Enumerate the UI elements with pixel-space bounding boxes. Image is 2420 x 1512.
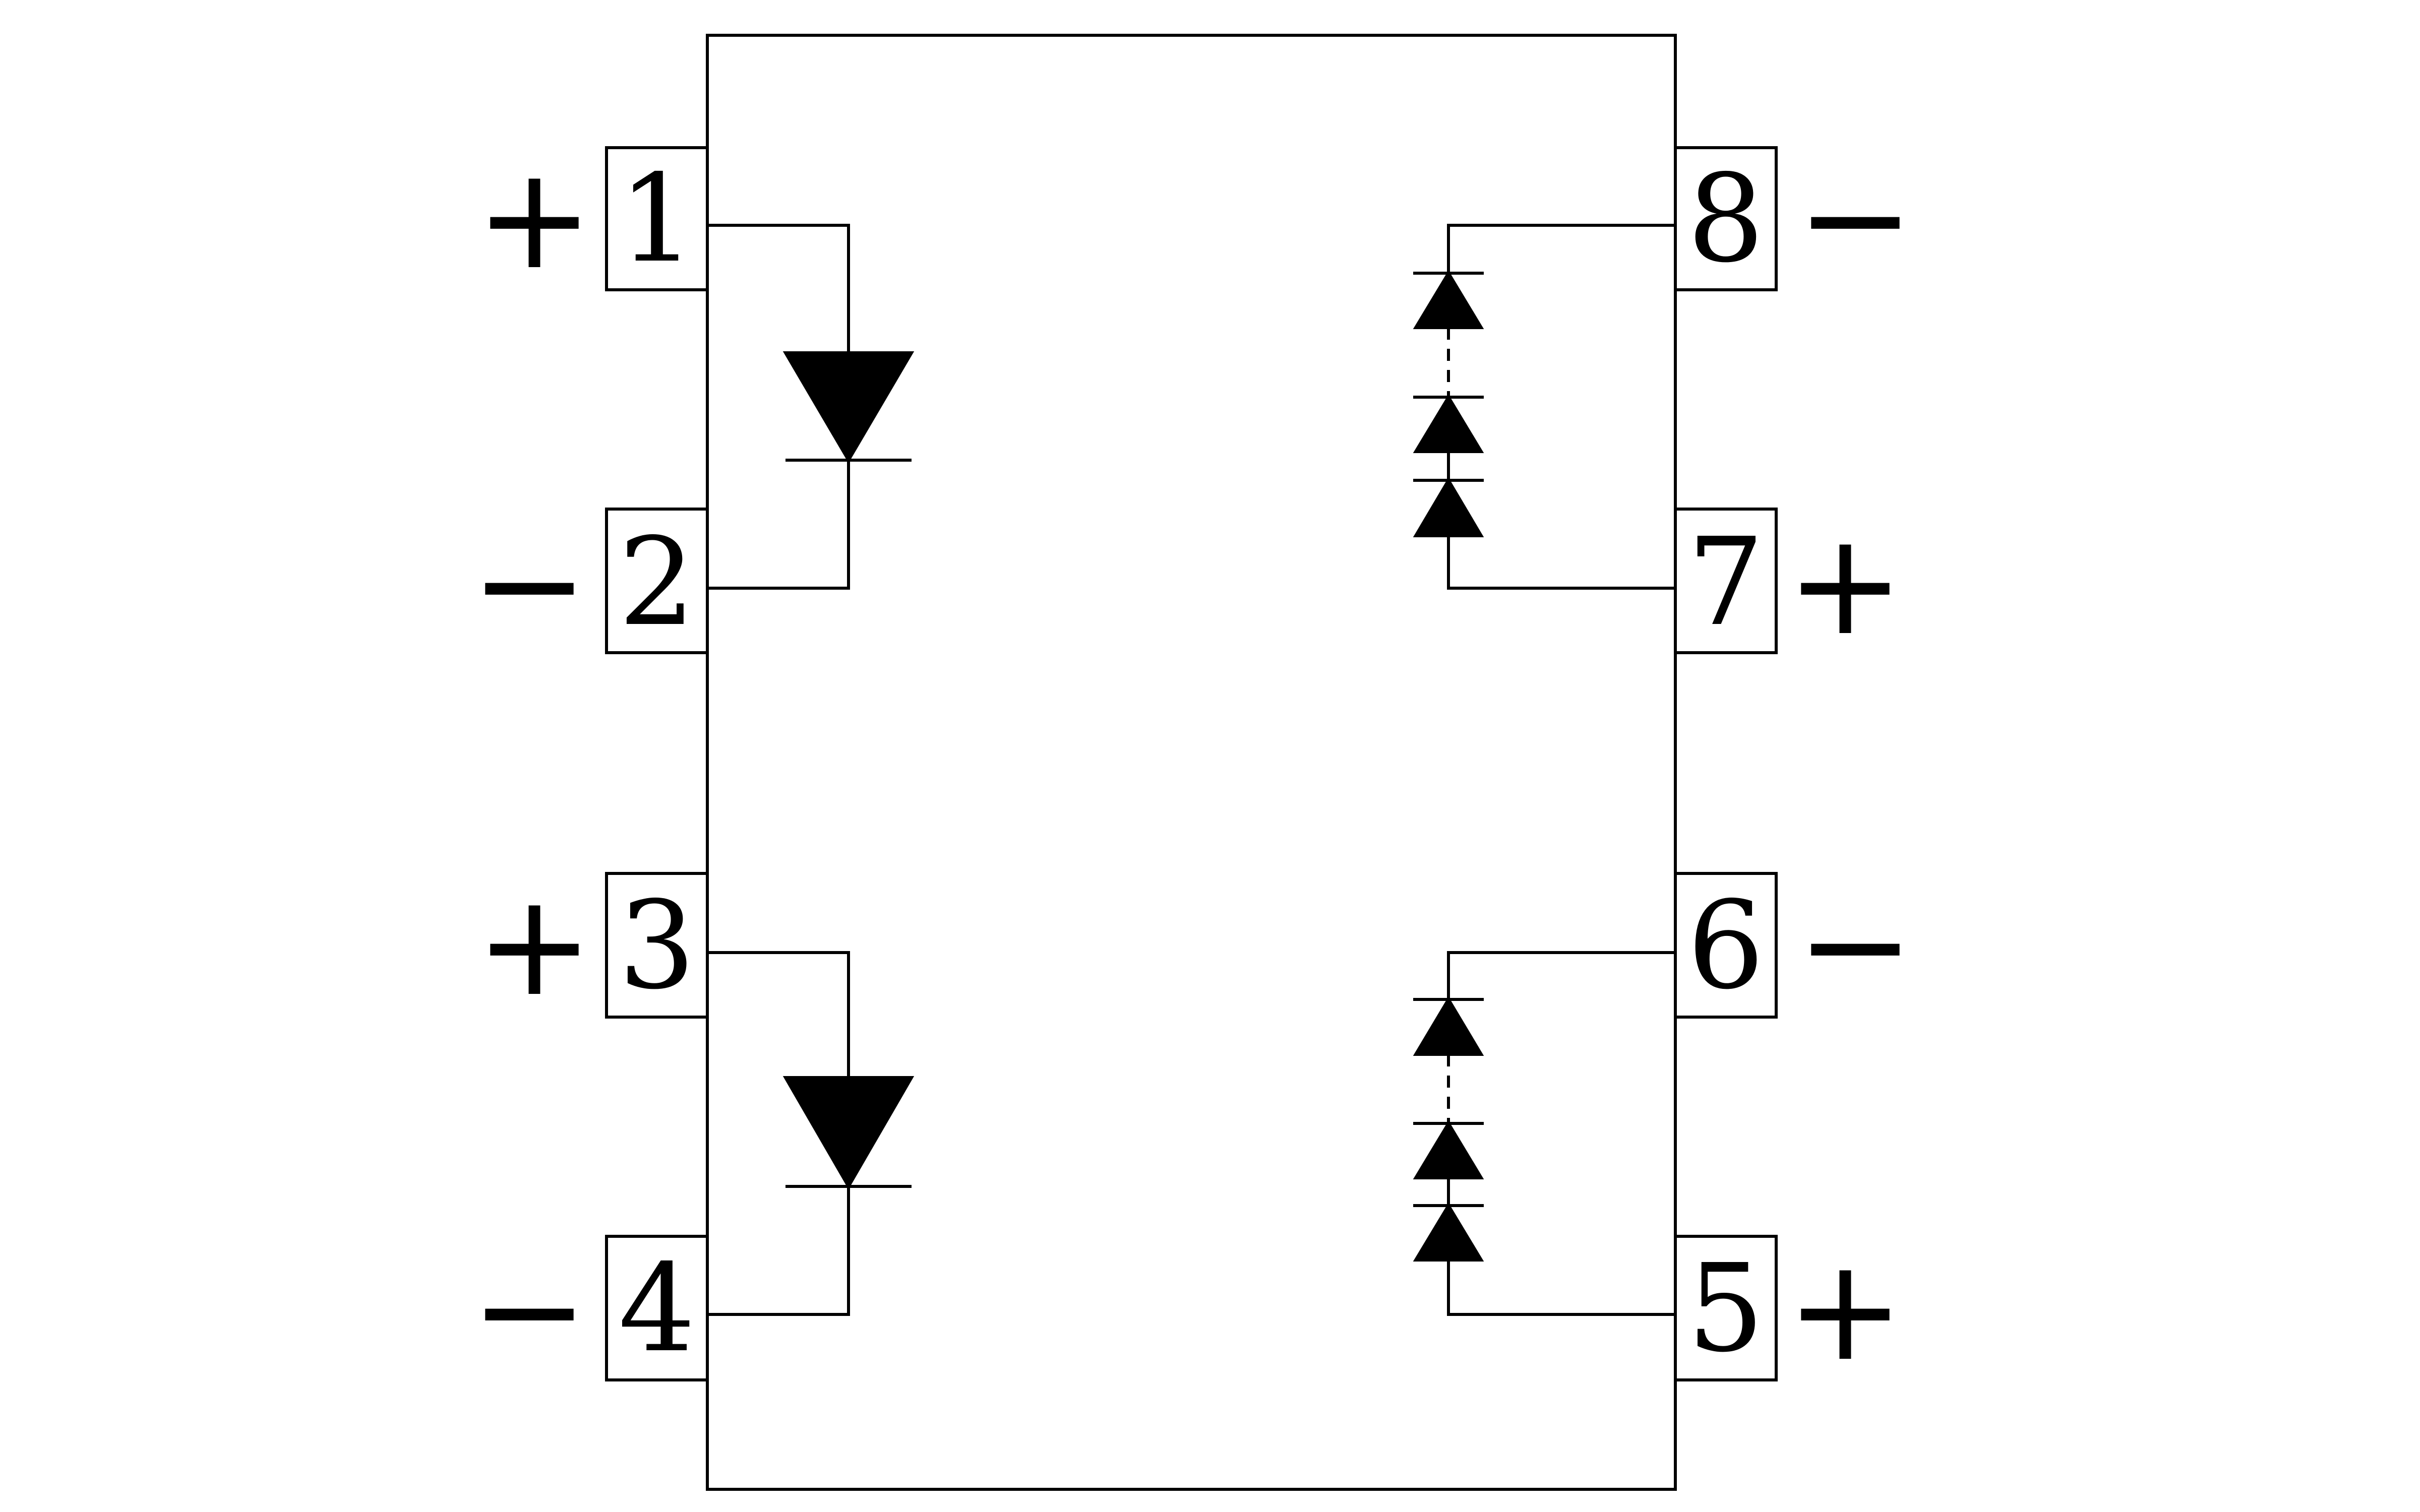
diode-c-triangle [1413,477,1484,537]
pin-7-number: 7 [1687,512,1765,653]
pin-1-box [605,146,709,291]
pin-8-number: 8 [1687,148,1765,289]
pin-5: 5 + [1674,1228,1905,1393]
photodiode-stack-6-5 [1413,951,1675,1316]
pin-1-polarity: + [475,137,594,301]
wire-pin-3 [707,951,850,1078]
pin-6-number: 6 [1687,875,1765,1016]
pin-2-polarity: − [470,502,589,667]
pin-2: 2 − [470,502,709,667]
pin-1-number: 1 [619,148,696,289]
wire-pin-8 [1447,224,1675,273]
pin-7-polarity: + [1786,502,1905,667]
pin-3-box [605,872,709,1019]
wire-pin-1 [707,224,850,353]
pin-4: 4 − [470,1228,709,1393]
pin-5-number: 5 [1687,1238,1765,1379]
led-1-2 [707,224,915,590]
pin-7: 7 + [1674,502,1905,667]
wire-pin-7 [1447,536,1675,590]
pin-5-box [1674,1235,1778,1381]
pin-6-polarity: − [1796,863,1915,1028]
photodiode-stack-8-7 [1413,224,1675,590]
led-1-2-triangle [782,351,915,463]
wire-pin-6 [1447,951,1675,999]
pin-1: 1 + [475,137,709,301]
wire-pin-2 [707,460,850,590]
pin-7-box [1674,508,1778,654]
pin-3-polarity: + [475,863,594,1028]
pin-5-polarity: + [1786,1228,1905,1393]
pin-6-box [1674,872,1778,1019]
diode-a-triangle [1413,270,1484,329]
diode-f-triangle [1413,1203,1484,1262]
pin-3-number: 3 [619,875,696,1016]
wire-pin-5 [1447,1260,1675,1316]
pin-8: 8 − [1674,137,1915,301]
pin-2-number: 2 [619,512,696,653]
pin-8-box [1674,146,1778,291]
diode-d-triangle [1413,996,1484,1056]
pin-3: 3 + [475,863,709,1028]
wire-pin-4 [707,1186,850,1316]
diode-b-triangle [1413,394,1484,453]
led-3-4-triangle [782,1076,915,1189]
pin-4-polarity: − [470,1228,589,1393]
pin-4-box [605,1235,709,1381]
led-3-4 [707,951,915,1316]
pin-4-number: 4 [619,1238,696,1379]
pin-8-polarity: − [1796,137,1915,301]
pin-2-box [605,508,709,654]
pin-6: 6 − [1674,863,1915,1028]
package-body [706,34,1677,1491]
diode-e-triangle [1413,1120,1484,1179]
